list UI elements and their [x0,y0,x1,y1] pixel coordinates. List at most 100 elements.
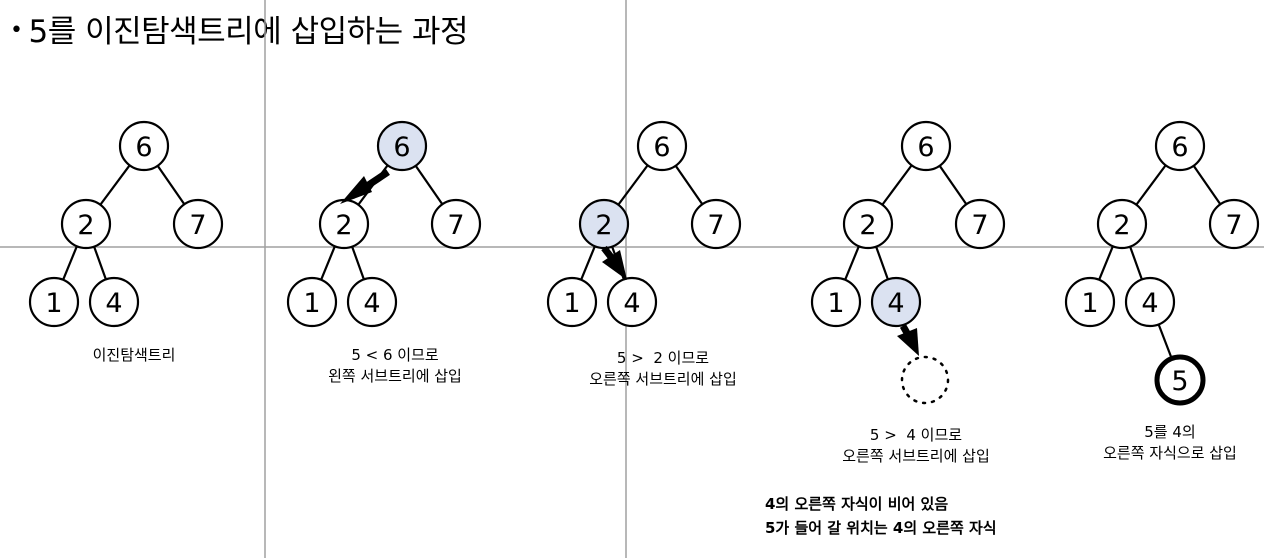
node-circle [88,276,140,328]
node-circle [690,198,742,250]
node-label: 2 [335,210,352,241]
node-circle [286,276,338,328]
node-root: 6 [376,120,428,172]
node-root: 6 [900,120,952,172]
node-circle [28,276,80,328]
node-label: 4 [887,288,904,319]
edge-6-2 [99,164,131,206]
node-left_left: 1 [1064,276,1116,328]
node-left: 2 [842,198,894,250]
caption-line: 5 > 2 이므로 [616,349,710,367]
node-circle [1154,120,1206,172]
caption-line: 오른쪽 서브트리에 삽입 [589,370,737,388]
node-circle [606,276,658,328]
node-left_left: 1 [546,276,598,328]
node-label: 2 [77,210,94,241]
node-right: 7 [954,198,1006,250]
node-circle [1208,198,1260,250]
caption-line: 이진탐색트리 [92,346,176,364]
slide-title: •5를 이진탐색트리에 삽입하는 과정 [10,6,469,51]
edge-6-7 [938,165,968,205]
node-left_right: 4 [88,276,140,328]
edge-6-2 [1135,164,1167,206]
node-circle [842,198,894,250]
node-root: 6 [1154,120,1206,172]
node-circle [430,198,482,250]
node-circle [870,276,922,328]
node-left_left: 1 [810,276,862,328]
caption-line: 5 > 4 이므로 [869,426,963,444]
arrow-head-icon [897,328,919,356]
edge-2-4 [1129,246,1143,280]
node-label: 1 [45,288,62,319]
node-label: 7 [707,210,724,241]
edge-6-2 [881,164,913,206]
node-left: 2 [318,198,370,250]
edge-2-1 [1098,245,1114,281]
node-label: 6 [135,132,152,163]
node-label: 1 [303,288,320,319]
note-line: 4의 오른쪽 자식이 비어 있음 [765,495,949,513]
caption-line: 5를 4의 [1144,423,1196,441]
node-left_right: 4 [346,276,398,328]
node-left_right: 4 [1124,276,1176,328]
node-right: 7 [1208,198,1260,250]
node-root: 6 [636,120,688,172]
node-circle [810,276,862,328]
edge-6-7 [674,165,704,205]
node-label: 5 [1171,366,1188,397]
node-label: 2 [595,210,612,241]
node-circle [546,276,598,328]
node-circle [636,120,688,172]
node-right: 7 [430,198,482,250]
node-label: 6 [653,132,670,163]
node-circle [1124,276,1176,328]
node-left_left: 1 [28,276,80,328]
node-label: 6 [917,132,934,163]
caption-line: 왼쪽 서브트리에 삽입 [328,367,462,385]
empty-slot [900,355,950,405]
edge-6-7 [156,165,186,205]
node-right: 7 [690,198,742,250]
node-label: 2 [1113,210,1130,241]
edge-2-1 [62,245,78,281]
node-label: 6 [393,132,410,163]
slide-title-text: 5를 이진탐색트리에 삽입하는 과정 [28,14,469,50]
edge-2-4 [351,246,365,280]
node-circle [954,198,1006,250]
node-circle [376,120,428,172]
node-label: 6 [1171,132,1188,163]
node-label: 4 [1141,288,1158,319]
node-label: 2 [859,210,876,241]
edge-2-1 [580,245,596,281]
edge-6-7 [414,165,444,205]
edge-2-4 [875,246,889,280]
node-label: 4 [623,288,640,319]
arrow-head-icon [602,250,627,280]
node-right: 7 [172,198,224,250]
node-left_right: 4 [606,276,658,328]
node-left: 2 [60,198,112,250]
edge-6-2 [617,164,649,206]
node-left: 2 [1096,198,1148,250]
node-circle [1154,354,1206,406]
node-label: 7 [447,210,464,241]
node-circle [1096,198,1148,250]
node-label: 1 [1081,288,1098,319]
edge-2-1 [844,245,860,281]
node-circle [1064,276,1116,328]
tree-panel-5: 6 2 7 1 4 5 [1064,120,1260,406]
arrow-head-icon [340,176,372,204]
node-root: 6 [118,120,170,172]
caption-line: 오른쪽 서브트리에 삽입 [842,447,990,465]
node-label: 7 [189,210,206,241]
